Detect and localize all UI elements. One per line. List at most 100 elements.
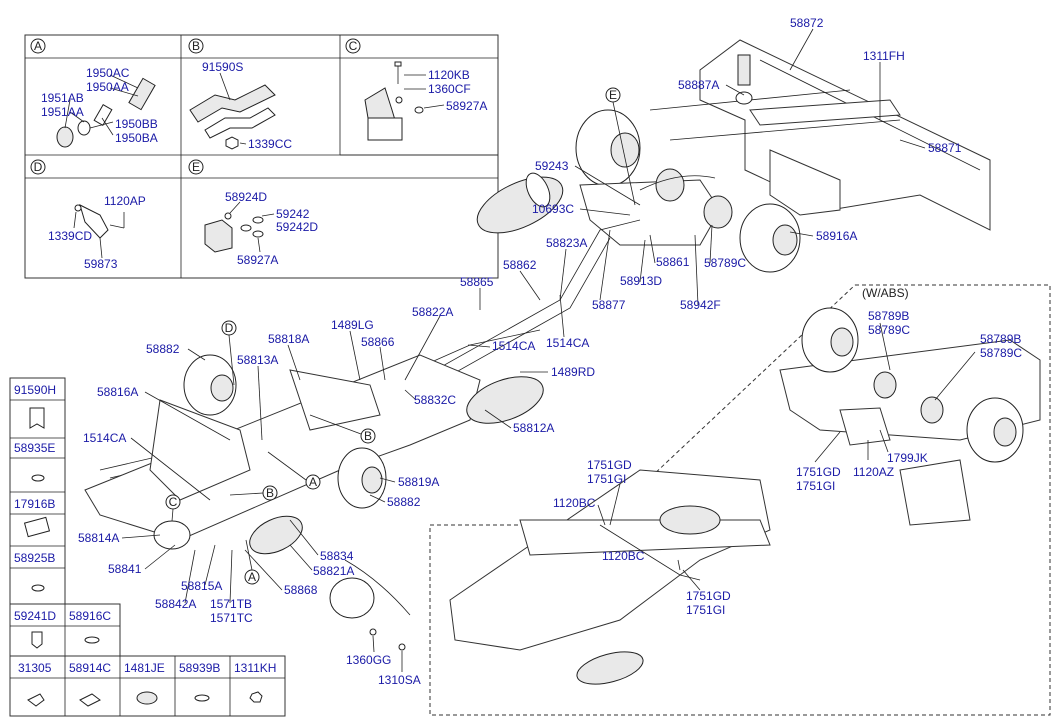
label-1514CA-1: 1514CA: [492, 339, 535, 353]
label-1311FH: 1311FH: [863, 49, 905, 63]
label-58789C-main: 58789C: [704, 256, 746, 270]
abs-dashed-border: [429, 284, 1051, 716]
abs-label-1751GI-1: 1751GI: [796, 479, 835, 493]
label-58927A-e: 58927A: [237, 253, 278, 267]
front-cross-member: [149, 399, 251, 501]
left-legend: 91590H 58935E 17916B 58925B: [9, 377, 66, 619]
abs-cross-member: [519, 519, 771, 556]
abs-label-1120BC-2: 1120BC: [602, 549, 645, 563]
abs-label-1120BC-1: 1120BC: [553, 496, 596, 510]
washer-part: [395, 96, 403, 104]
label-58834: 58834: [320, 549, 354, 563]
callout-e: E: [605, 87, 621, 103]
detail-box-a-header: A: [30, 38, 46, 54]
abs-tire-lower-hub: [993, 417, 1017, 447]
reservoir-cap: [735, 91, 753, 105]
abs-drum-left: [873, 371, 897, 399]
label-1489RD: 1489RD: [551, 365, 595, 379]
label-1950AC: 1950AC: [86, 66, 130, 80]
abs-label-1751GI-2: 1751GI: [587, 472, 626, 486]
callout-b-upper: B: [360, 428, 376, 444]
bolt-head-part: [394, 61, 402, 67]
abs-modulator: [839, 407, 891, 446]
detail-grid-border: [24, 34, 499, 279]
legend-58925B: 58925B: [14, 551, 55, 565]
abs-label-1751GD-3: 1751GD: [686, 589, 731, 603]
detail-box-e-parts: 58924D 59242 59242D 58927A: [204, 190, 318, 267]
label-1951AB: 1951AB: [41, 91, 84, 105]
abs-label-58789B-1: 58789B: [868, 309, 909, 323]
label-58868: 58868: [284, 583, 318, 597]
label-58822A: 58822A: [412, 305, 453, 319]
detail-box-c-letter: C: [349, 39, 358, 53]
detail-box-a-parts: 1950AC 1950AA 1951AB 1951AA 1950BB 1950B…: [41, 66, 158, 148]
fitting-e-part: [240, 224, 252, 232]
label-58871: 58871: [928, 141, 962, 155]
valve-part: [224, 212, 232, 220]
label-59873: 59873: [84, 257, 118, 271]
label-58927A-c: 58927A: [446, 99, 487, 113]
callout-b-lower: B: [262, 485, 278, 501]
label-58866: 58866: [361, 335, 395, 349]
reservoir-part: [737, 54, 751, 86]
legend-58939B: 58939B: [179, 661, 220, 675]
bolt-part: [225, 136, 239, 150]
legend-17916B: 17916B: [14, 497, 55, 511]
detail-box-e-letter: E: [192, 160, 200, 174]
label-58841: 58841: [108, 562, 142, 576]
callout-c-letter: C: [169, 495, 178, 509]
label-58819A: 58819A: [398, 475, 439, 489]
label-1950BA: 1950BA: [115, 131, 158, 145]
washer-lower-part: [398, 643, 406, 651]
callout-a-lower-letter: A: [248, 570, 256, 584]
label-58882-2: 58882: [387, 495, 421, 509]
callout-a-circle: [30, 38, 46, 54]
sleeve-icon: [23, 516, 51, 538]
label-58872: 58872: [790, 16, 824, 30]
legend-59241D: 59241D: [14, 609, 56, 623]
fitting-e2-part: [252, 216, 264, 224]
rear-tire-upper-hub: [610, 132, 640, 168]
abs-section: (W/ABS) 58789B 58789C 58789B 58789C 1751…: [429, 284, 1051, 716]
brake-pipe-lower-part: [204, 107, 276, 139]
detail-box-d-letter: D: [34, 160, 43, 174]
detail-box-b-header: B: [188, 38, 204, 54]
connector-icon: [31, 584, 45, 592]
label-58924D: 58924D: [225, 190, 267, 204]
main-chassis: E D B A B C A: [78, 16, 991, 687]
abs-label-58789C-2: 58789C: [980, 346, 1022, 360]
label-58832C: 58832C: [414, 393, 456, 407]
abs-label-58789C-1: 58789C: [868, 323, 910, 337]
label-58865: 58865: [460, 275, 494, 289]
callout-d: D: [221, 320, 237, 336]
detail-box-a-letter: A: [34, 39, 42, 53]
callout-b-lower-letter: B: [266, 486, 274, 500]
union-part: [77, 120, 91, 136]
abs-tire-upper-hub: [830, 327, 854, 357]
nut-part: [414, 106, 424, 114]
tee-icon: [79, 693, 101, 707]
abs-tank: [659, 505, 721, 535]
label-1951AA: 1951AA: [41, 105, 84, 119]
detail-box-grid: A B C D E 1950AC: [24, 34, 499, 279]
master-cylinder: [249, 515, 303, 555]
label-91590S: 91590S: [202, 60, 243, 74]
detail-box-b-parts: 91590S 1339CC: [189, 60, 292, 151]
tee-fitting-icon: [84, 636, 100, 644]
abs-label-1751GD-2: 1751GD: [587, 458, 632, 472]
callout-a-lower: A: [244, 569, 260, 585]
label-1360GG: 1360GG: [346, 653, 391, 667]
label-1489LG: 1489LG: [331, 318, 374, 332]
flare-nut-part: [56, 126, 74, 148]
rear-axle-housing: [579, 179, 721, 246]
callout-e-circle: [188, 159, 204, 175]
label-1950BB: 1950BB: [115, 117, 158, 131]
rear-tire-lower-hub: [772, 224, 798, 256]
detail-box-b-letter: B: [192, 39, 200, 53]
abs-drum-right: [920, 396, 944, 424]
detail-box-e-header: E: [188, 159, 204, 175]
hose-fitting-part: [128, 77, 156, 111]
callout-e-letter: E: [609, 88, 617, 102]
legend-58914C: 58914C: [69, 661, 111, 675]
detail-box-c-parts: 1120KB 1360CF 58927A: [364, 61, 487, 141]
